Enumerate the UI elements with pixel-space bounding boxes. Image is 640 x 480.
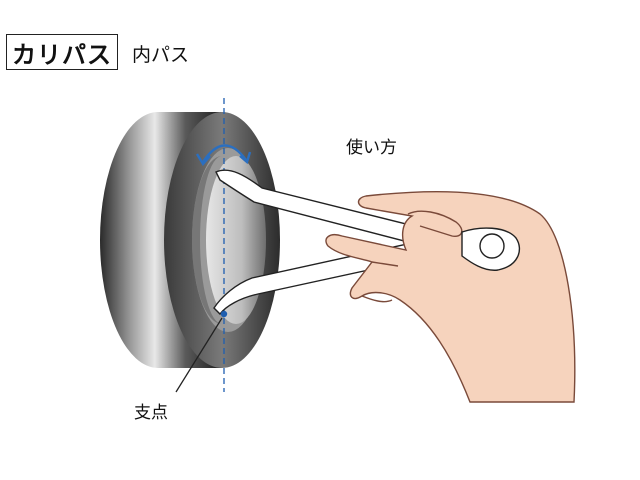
usage-label: 使い方: [346, 138, 397, 158]
page-title: カリパス: [6, 34, 118, 70]
page-subtitle: 内パス: [132, 44, 190, 66]
fulcrum-leader-line: [175, 317, 223, 393]
fulcrum-point: [220, 310, 228, 318]
fulcrum-label: 支点: [134, 403, 168, 423]
caliper-pivot: [461, 227, 521, 271]
ring-workpiece: [100, 112, 280, 368]
rotation-arrow-icon: [195, 144, 252, 167]
